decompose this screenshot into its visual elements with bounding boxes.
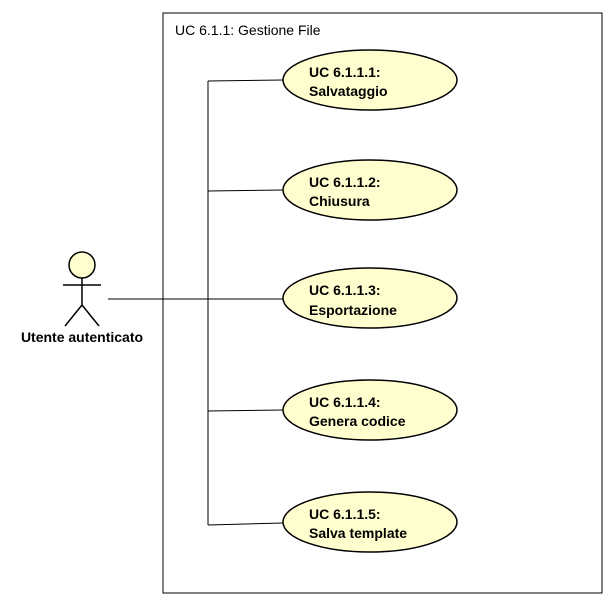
use-case-id: UC 6.1.1.5: — [309, 506, 381, 522]
use-case-1[interactable]: UC 6.1.1.1: Salvataggio — [282, 49, 458, 111]
use-case-name: Esportazione — [309, 302, 397, 318]
use-case-id: UC 6.1.1.4: — [309, 394, 381, 410]
association-line-5 — [207, 522, 284, 526]
actor-left-leg — [64, 304, 83, 327]
associations — [108, 79, 284, 526]
use-case-name: Chiusura — [309, 193, 370, 209]
association-line-4 — [207, 409, 284, 412]
use-case-ellipse — [282, 491, 458, 553]
actor-head — [68, 251, 96, 279]
use-case-id: UC 6.1.1.2: — [309, 174, 381, 190]
actor[interactable]: Utente autenticato — [21, 251, 143, 345]
association-line-1 — [207, 79, 284, 82]
use-case-2[interactable]: UC 6.1.1.2: Chiusura — [282, 159, 458, 221]
use-case-id: UC 6.1.1.3: — [309, 282, 381, 298]
use-case-name: Genera codice — [309, 413, 406, 429]
use-case-ellipse — [282, 379, 458, 441]
use-case-ellipse — [282, 267, 458, 329]
use-case-ellipse — [282, 159, 458, 221]
use-case-3[interactable]: UC 6.1.1.3: Esportazione — [282, 267, 458, 329]
use-case-id: UC 6.1.1.1: — [309, 64, 381, 80]
system-title: UC 6.1.1: Gestione File — [175, 22, 321, 38]
actor-label: Utente autenticato — [21, 329, 143, 345]
association-line-2 — [207, 189, 284, 192]
system-boundary — [162, 12, 603, 594]
actor-right-leg — [81, 304, 100, 327]
use-case-4[interactable]: UC 6.1.1.4: Genera codice — [282, 379, 458, 441]
use-case-5[interactable]: UC 6.1.1.5: Salva template — [282, 491, 458, 553]
use-case-name: Salvataggio — [309, 83, 388, 99]
use-case-ellipse — [282, 49, 458, 111]
use-case-name: Salva template — [309, 525, 407, 541]
